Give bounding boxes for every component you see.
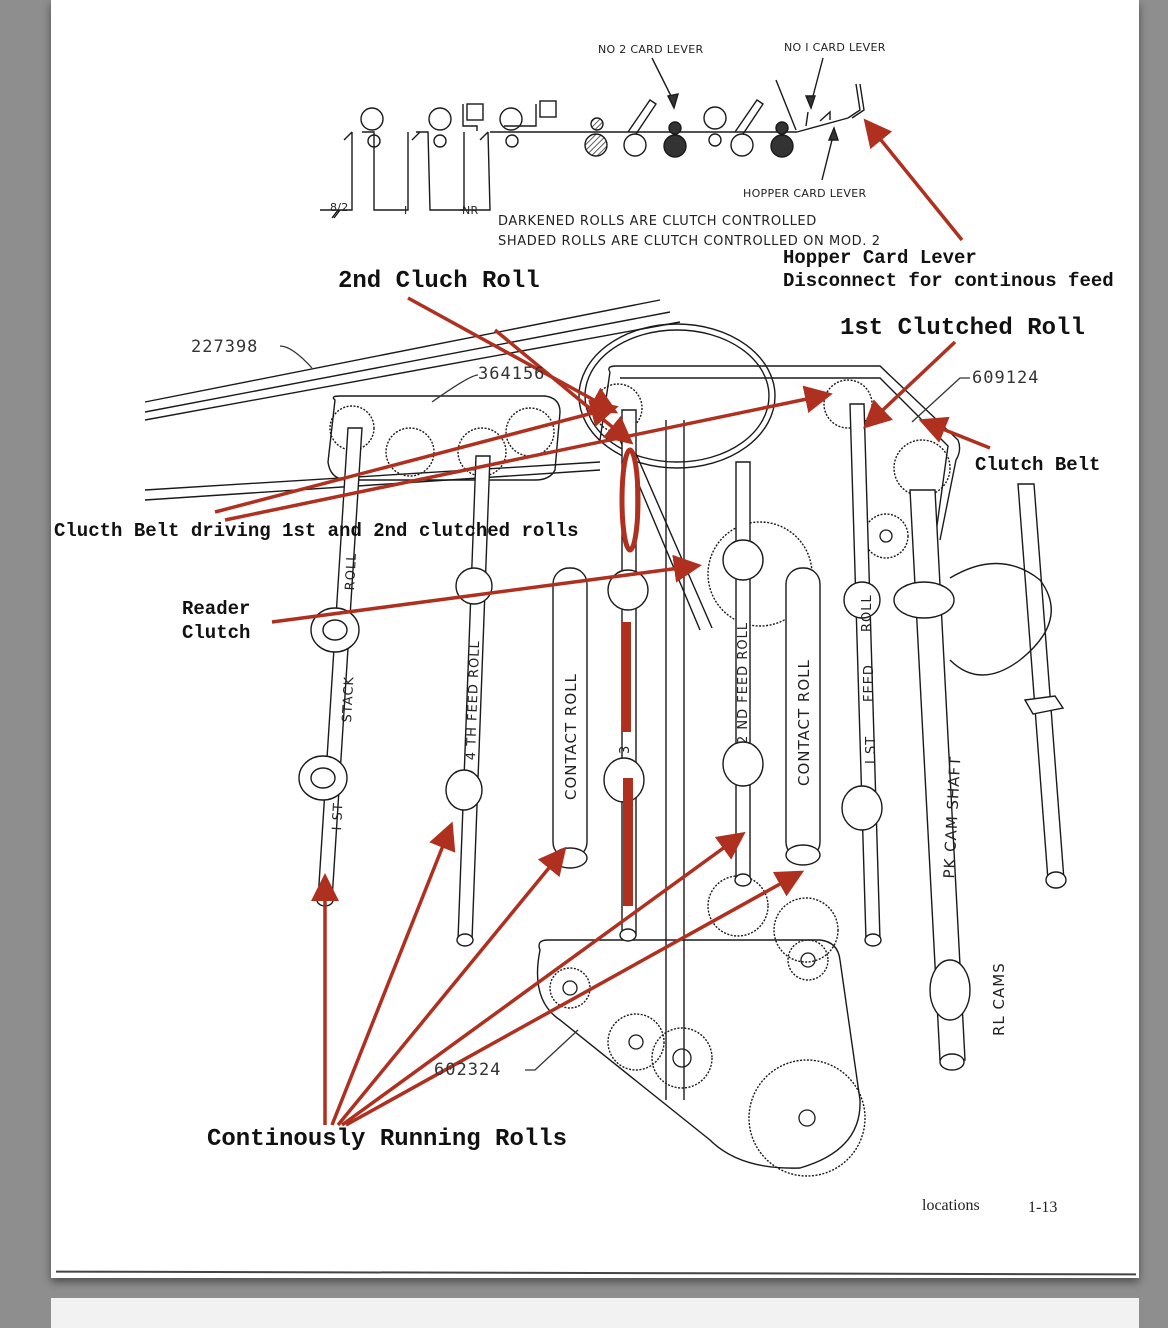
stack-roll-upper <box>360 107 384 131</box>
pk-cam-shaft <box>909 489 966 1061</box>
arrow-1st-clutched <box>862 340 957 429</box>
highlight-bar-lower <box>623 778 633 906</box>
annotation-2nd-clutch-roll: 2nd Cluch Roll <box>338 268 540 295</box>
roll-label-3rd: 3 <box>618 744 633 754</box>
leader-364156 <box>431 374 479 403</box>
rl-cams <box>929 959 971 1021</box>
arrow-continuous-2 <box>330 821 456 1126</box>
frame-rods <box>665 420 685 1100</box>
pocket-nr <box>460 131 491 211</box>
footer-section: locations <box>922 1197 980 1214</box>
label-hopper-card-lever-schematic: HOPPER CARD LEVER <box>743 187 867 200</box>
roll-label-1st-feed-a: I ST <box>864 735 879 764</box>
main-pulley <box>578 323 776 469</box>
footer-page-number: 1-13 <box>1028 1199 1058 1216</box>
highlight-ellipse <box>619 447 641 553</box>
annotation-1st-clutched-roll: 1st Clutched Roll <box>840 315 1085 342</box>
part-number-364156: 364156 <box>478 364 546 384</box>
break-mark <box>331 209 341 219</box>
pocket-1 <box>416 131 465 211</box>
pocket-label-1: I <box>404 204 408 217</box>
roll-label-2nd-feed: 2 ND FEED ROLL <box>736 621 751 744</box>
arrow-2nd-clutch-a <box>407 296 619 414</box>
pocket-label-nr: NR <box>462 204 479 217</box>
arrow-reader-clutch <box>271 554 702 624</box>
part-number-227398: 227398 <box>191 337 259 357</box>
roll-label-stack: STACK <box>340 675 358 723</box>
highlight-bar-upper <box>622 622 631 732</box>
roll-label-contact-right: CONTACT ROLL <box>795 659 813 786</box>
annotation-hopper-card-lever: Hopper Card Lever <box>783 247 977 269</box>
arrow-clutch-belt <box>918 416 991 450</box>
label-no1-card-lever: NO I CARD LEVER <box>784 41 886 54</box>
shafts <box>298 403 1067 1071</box>
belt-609124 <box>599 365 961 541</box>
belt-602324 <box>536 939 861 1169</box>
arrow-continuous-3 <box>336 846 567 1127</box>
arrow-hopper-lever <box>863 118 964 242</box>
annotation-reader: Reader <box>182 598 251 620</box>
pocket-label-8-2: 8/2 <box>330 201 349 214</box>
part-number-609124: 609124 <box>972 368 1040 388</box>
roll-label-roll: ROLL <box>343 552 360 591</box>
label-no2-card-lever: NO 2 CARD LEVER <box>598 43 704 56</box>
leader-602324 <box>525 1029 579 1071</box>
legend-shaded-rolls: SHADED ROLLS ARE CLUTCH CONTROLLED ON MO… <box>498 234 881 249</box>
arrow-continuous-4 <box>340 831 746 1127</box>
annotation-continuous-rolls: Continously Running Rolls <box>207 1126 568 1153</box>
annotation-arrows <box>214 118 991 1127</box>
darkened-roll <box>663 134 687 158</box>
shaded-roll <box>584 133 608 157</box>
right-shaft <box>1017 483 1065 881</box>
part-number-602324: 602324 <box>434 1060 502 1080</box>
annotation-clutch: Clutch <box>182 622 251 644</box>
roll-label-contact-left: CONTACT ROLL <box>562 673 580 800</box>
roll-label-1st: I ST <box>330 801 347 831</box>
annotation-disconnect-continuous-feed: Disconnect for continous feed <box>783 270 1114 292</box>
roll-label-rl-cams: RL CAMS <box>990 962 1008 1036</box>
annotation-clutch-belt: Clutch Belt <box>975 454 1101 476</box>
arrow-belt-driving-a <box>214 399 619 514</box>
arrow-continuous-5 <box>345 870 805 1127</box>
arrow-belt-driving-b <box>224 385 833 522</box>
stack-roll-lower <box>367 134 381 148</box>
legend-darkened-rolls: DARKENED ROLLS ARE CLUTCH CONTROLLED <box>498 214 817 229</box>
belt-364156 <box>327 395 561 481</box>
roll-label-1st-feed-c: ROLL <box>860 594 875 632</box>
belt-227398 <box>144 299 681 421</box>
pocket-8-2 <box>320 131 409 211</box>
card-path-schematic <box>320 57 865 219</box>
leader-609124 <box>911 377 970 423</box>
annotation-clutch-belt-driving: Clucth Belt driving 1st and 2nd clutched… <box>54 520 579 542</box>
leader-227398 <box>279 345 313 369</box>
cam-yoke <box>949 562 1052 676</box>
roll-label-1st-feed-b: FEED <box>862 664 877 702</box>
